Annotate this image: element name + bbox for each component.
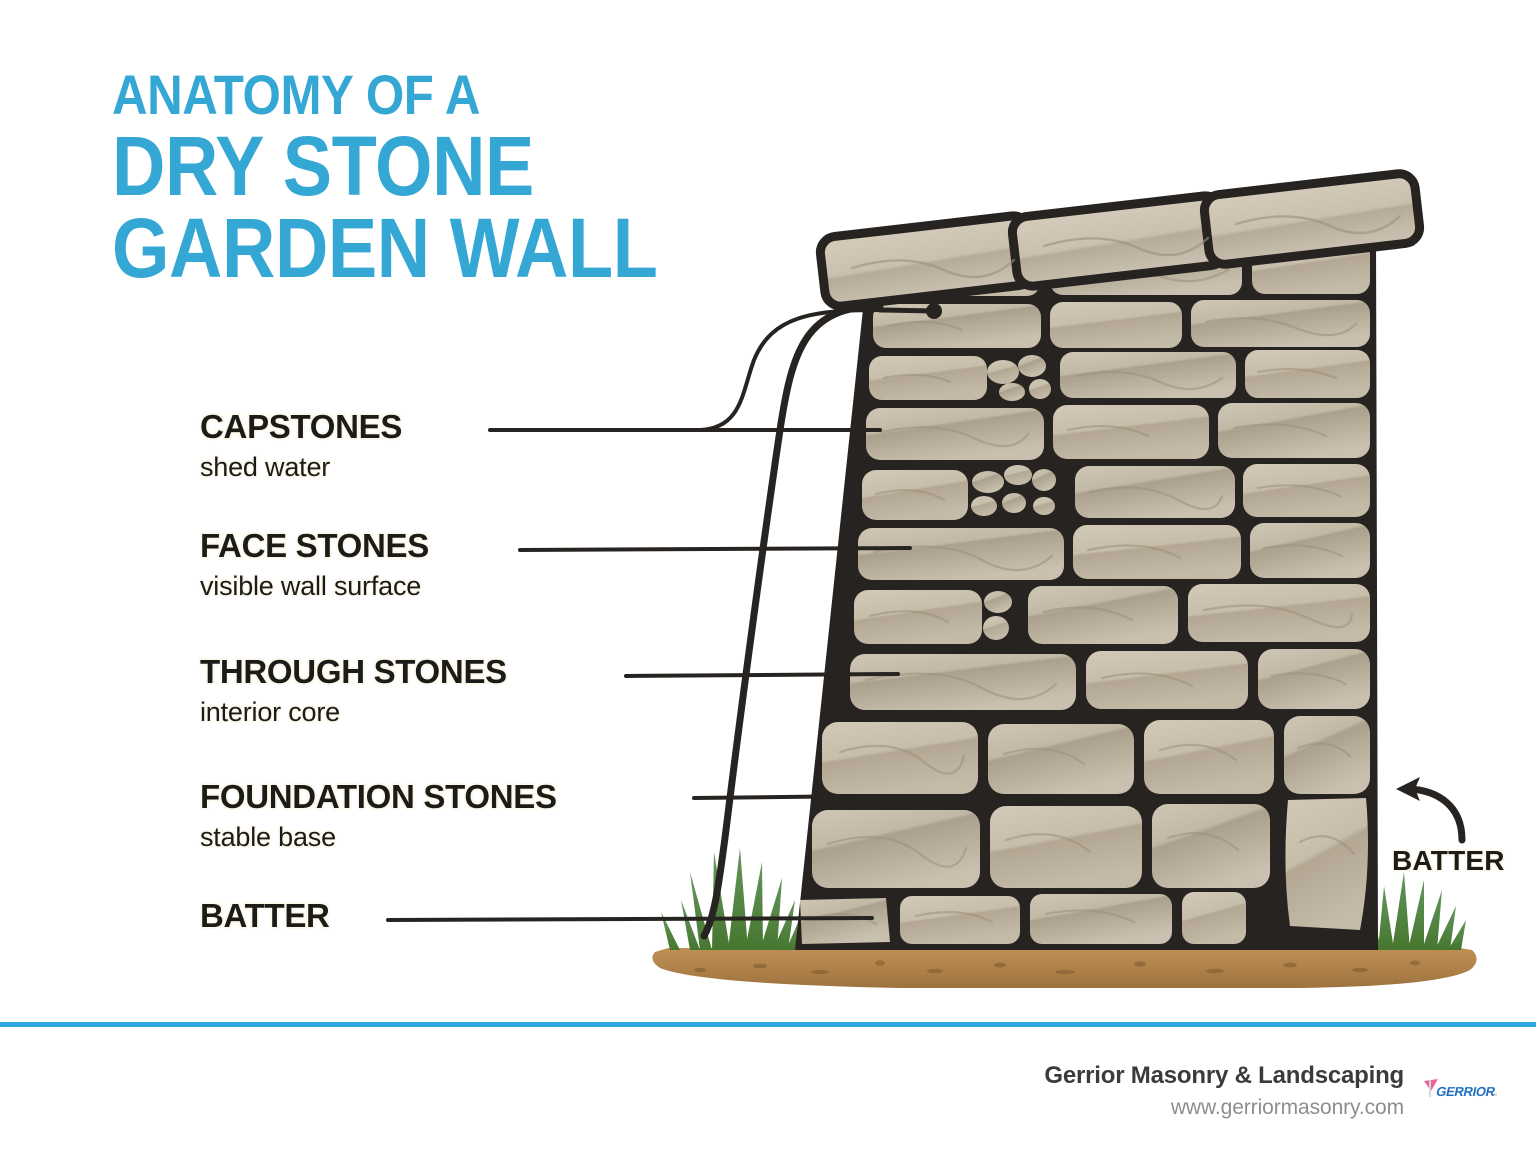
label-face-stones: FACE STONES visible wall surface (200, 527, 429, 602)
capstones (815, 169, 1425, 311)
label-through-stones-heading: THROUGH STONES (200, 653, 507, 690)
grass-left (661, 848, 800, 950)
label-face-stones-sub: visible wall surface (200, 571, 422, 601)
rubble-fill-a (987, 355, 1051, 401)
course-5 (862, 464, 1370, 520)
batter-arrow-icon (1396, 777, 1466, 844)
course-4 (866, 403, 1370, 460)
footer-text-block: Gerrior Masonry & Landscaping www.gerrio… (1044, 1062, 1404, 1120)
label-foundation-stones-heading: FOUNDATION STONES (200, 778, 557, 815)
rubble-fill-b (971, 465, 1056, 516)
title-line-2: DRY STONE (112, 119, 534, 214)
page-title: ANATOMY OF A DRY STONE GARDEN WALL (112, 63, 812, 295)
course-9 (822, 716, 1370, 794)
stone-veins (810, 263, 1358, 926)
grass-right (1370, 872, 1466, 950)
capstone-2 (1007, 191, 1231, 291)
footer-website-url[interactable]: www.gerriormasonry.com (1170, 1096, 1404, 1119)
wall-body (795, 238, 1378, 950)
course-3 (869, 350, 1370, 401)
label-batter: BATTER (200, 897, 330, 935)
rubble-fill-c (983, 591, 1012, 640)
course-2 (873, 300, 1370, 348)
footer-company-name: Gerrior Masonry & Landscaping (1044, 1062, 1404, 1089)
label-through-stones: THROUGH STONES interior core (200, 653, 507, 728)
label-foundation-stones: FOUNDATION STONES stable base (200, 778, 557, 853)
course-6 (858, 523, 1370, 580)
course-7 (854, 584, 1370, 644)
soil-bed (652, 948, 1477, 988)
footer: Gerrior Masonry & Landscaping www.gerrio… (0, 1045, 1536, 1154)
course-11-foundation (800, 892, 1246, 944)
label-foundation-stones-sub: stable base (200, 822, 336, 852)
batter-curve-line (700, 302, 884, 940)
course-1 (878, 242, 1370, 296)
label-capstones-heading: CAPSTONES (200, 408, 403, 445)
batter-callout-label: BATTER (1392, 845, 1505, 876)
gerrior-logo-icon: GERRIOR ™ (1424, 1079, 1497, 1099)
svg-text:™: ™ (1492, 1093, 1497, 1099)
logo-wordmark: GERRIOR (1435, 1084, 1497, 1099)
course-8 (850, 649, 1370, 710)
title-line-1: ANATOMY OF A (112, 63, 480, 126)
title-line-3: GARDEN WALL (112, 200, 658, 295)
label-batter-heading: BATTER (200, 897, 330, 934)
capstone-1 (815, 211, 1039, 311)
label-capstones-sub: shed water (200, 452, 331, 482)
capstone-3 (1199, 169, 1425, 269)
footer-divider (0, 1022, 1536, 1027)
label-face-stones-heading: FACE STONES (200, 527, 429, 564)
course-10 (812, 798, 1368, 930)
label-capstones: CAPSTONES shed water (200, 408, 402, 483)
label-through-stones-sub: interior core (200, 697, 340, 727)
